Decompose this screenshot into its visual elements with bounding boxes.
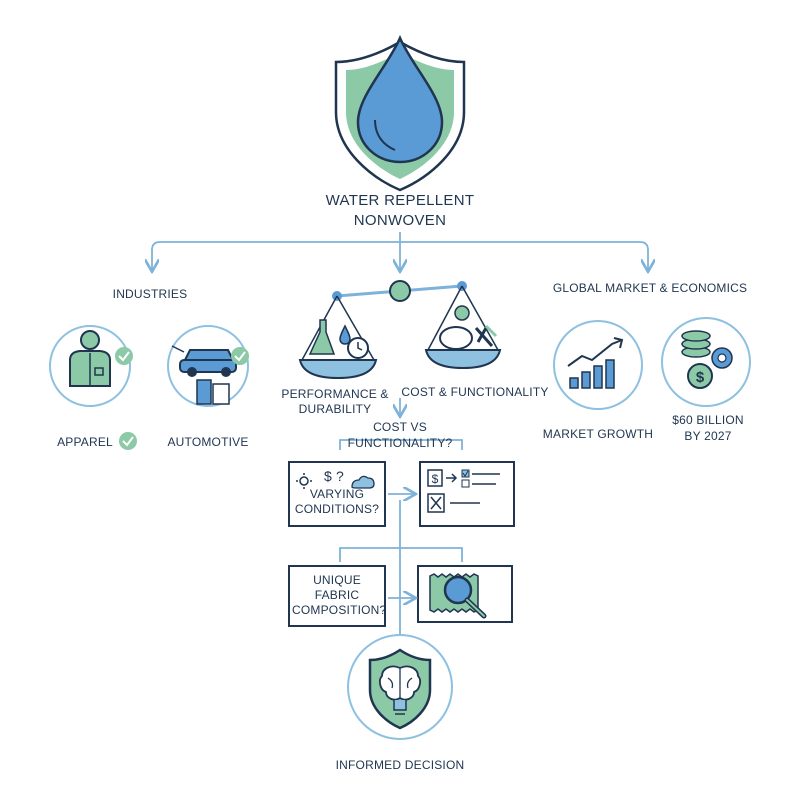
informed-decision-label: INFORMED DECISION bbox=[335, 758, 465, 772]
coins-gear-icon: $ bbox=[661, 317, 751, 407]
market-value-line-1: $60 BILLION bbox=[672, 413, 744, 427]
fabric-line-3: COMPOSITION? bbox=[292, 603, 387, 617]
market-growth-label: MARKET GROWTH bbox=[542, 427, 654, 441]
varying-conditions-box bbox=[288, 461, 386, 527]
sun-icon bbox=[296, 473, 312, 489]
title-line-1: WATER REPELLENT bbox=[325, 192, 475, 209]
market-value-line-2: BY 2027 bbox=[684, 429, 732, 443]
conditions-line-1: VARYING bbox=[309, 487, 365, 501]
cloud-icon bbox=[351, 475, 375, 489]
svg-text:$: $ bbox=[696, 369, 705, 386]
water-drop-shield-icon bbox=[334, 34, 466, 192]
apparel-icon bbox=[49, 325, 133, 407]
balance-scale-icon bbox=[298, 280, 502, 380]
cost-functionality-label: COST & FUNCTIONALITY bbox=[401, 385, 549, 399]
market-growth-icon bbox=[553, 320, 643, 410]
fabric-line-1: UNIQUE bbox=[313, 573, 361, 587]
question-bracket bbox=[339, 439, 463, 450]
fabric-composition-box bbox=[288, 565, 386, 627]
performance-label-line-2: DURABILITY bbox=[298, 402, 372, 416]
apparel-label: APPAREL bbox=[57, 435, 113, 449]
svg-text:$: $ bbox=[432, 472, 439, 486]
industries-heading: INDUSTRIES bbox=[112, 287, 188, 301]
conditions-line-2: CONDITIONS? bbox=[294, 502, 380, 516]
automotive-label: AUTOMOTIVE bbox=[167, 435, 249, 449]
question-line-1: COST VS bbox=[373, 420, 427, 434]
conditions-glyphs: $ ? bbox=[323, 468, 345, 484]
middle-branch-connector bbox=[339, 500, 463, 650]
question-line-2: FUNCTIONALITY? bbox=[347, 436, 453, 450]
top-branch-connector bbox=[152, 232, 648, 270]
market-heading: GLOBAL MARKET & ECONOMICS bbox=[552, 281, 748, 295]
fabric-magnifier-box bbox=[417, 565, 513, 623]
decision-checklist-box: $ bbox=[419, 461, 515, 527]
apparel-check-icon bbox=[119, 432, 137, 450]
brain-shield-icon bbox=[347, 634, 453, 740]
title-line-2: NONWOVEN bbox=[353, 212, 447, 229]
automotive-icon bbox=[167, 325, 249, 407]
fabric-line-2: FABRIC bbox=[314, 588, 360, 602]
performance-label-line-1: PERFORMANCE & bbox=[281, 387, 389, 401]
